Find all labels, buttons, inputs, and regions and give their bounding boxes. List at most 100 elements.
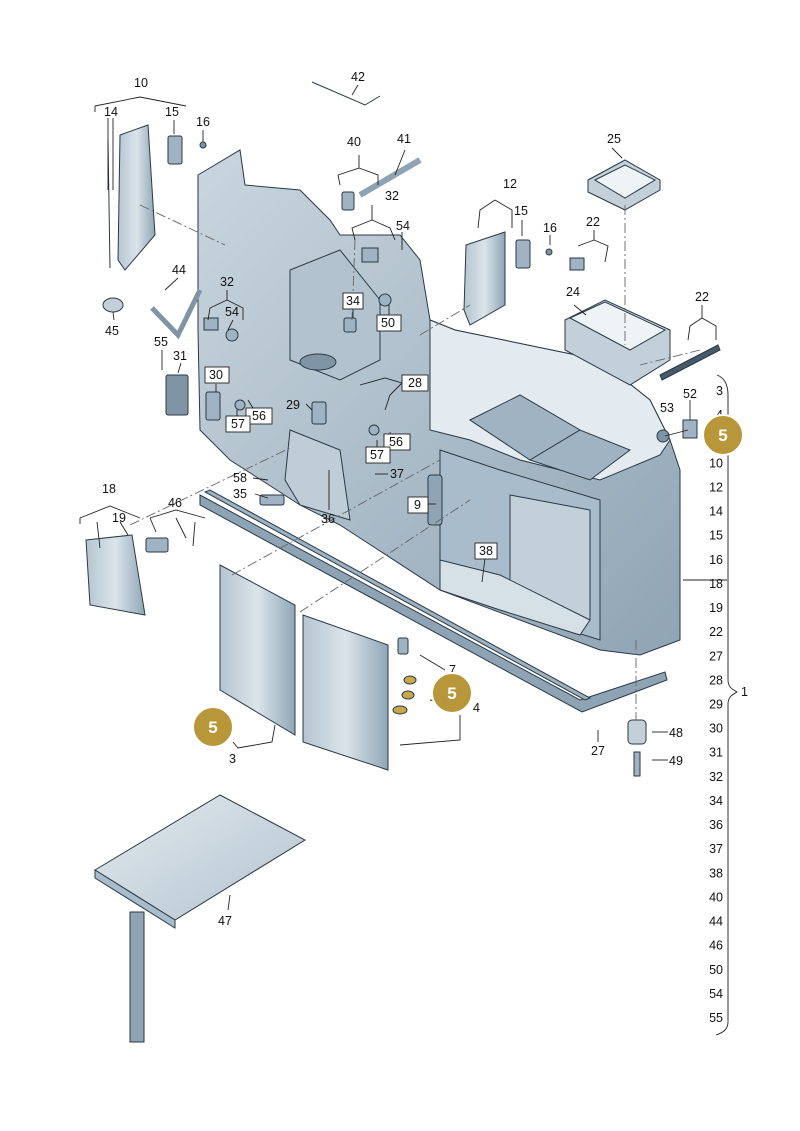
callout-41: 41 bbox=[397, 132, 411, 146]
callout-22: 22 bbox=[586, 215, 600, 229]
callout-24: 24 bbox=[566, 285, 580, 299]
hinge-right bbox=[515, 239, 531, 269]
callout-3: 3 bbox=[229, 752, 236, 766]
bracket-list-item: 16 bbox=[709, 553, 723, 567]
callout-55: 55 bbox=[154, 335, 168, 349]
callout-57: 57 bbox=[231, 417, 245, 431]
kick-strip-lower bbox=[203, 489, 592, 701]
bracket-list-item: 32 bbox=[709, 770, 723, 784]
bracket-list-item: 12 bbox=[709, 481, 723, 495]
bracket-list-item: 55 bbox=[709, 1011, 723, 1025]
callout-47: 47 bbox=[218, 914, 232, 928]
bracket-list-item: 10 bbox=[709, 456, 723, 470]
callout-15: 15 bbox=[514, 204, 528, 218]
bracket-list-item: 18 bbox=[709, 577, 723, 591]
table-top bbox=[94, 794, 307, 921]
callout-42: 42 bbox=[351, 70, 365, 84]
callout-32: 32 bbox=[220, 275, 234, 289]
callout-14: 14 bbox=[104, 105, 118, 119]
door-right bbox=[302, 614, 389, 771]
bracket-list-item: 46 bbox=[709, 939, 723, 953]
bracket-list-item: 22 bbox=[709, 625, 723, 639]
bracket-list-item: 54 bbox=[709, 987, 723, 1001]
callout-18: 18 bbox=[102, 482, 116, 496]
callout-56: 56 bbox=[389, 435, 403, 449]
bracket-list-item: 50 bbox=[709, 963, 723, 977]
bracket-list-item: 29 bbox=[709, 698, 723, 712]
bracket-list-item: 28 bbox=[709, 673, 723, 687]
bracket-list-item: 15 bbox=[709, 529, 723, 543]
callout-22: 22 bbox=[695, 290, 709, 304]
side-panel-left bbox=[117, 124, 156, 271]
lid-panel bbox=[85, 534, 146, 616]
callout-16: 16 bbox=[196, 115, 210, 129]
callout-35: 35 bbox=[233, 487, 247, 501]
callout-49: 49 bbox=[669, 754, 683, 768]
callout-38: 38 bbox=[479, 544, 493, 558]
badge-label: 5 bbox=[208, 718, 217, 737]
callout-12: 12 bbox=[503, 177, 517, 191]
callout-50: 50 bbox=[381, 316, 395, 330]
callout-16: 16 bbox=[543, 221, 557, 235]
callout-27: 27 bbox=[591, 744, 605, 758]
callout-9: 9 bbox=[414, 498, 421, 512]
small-hardware bbox=[203, 247, 698, 506]
callout-40: 40 bbox=[347, 135, 361, 149]
parts-bracket-list: 3491012141516181922272829303132343637384… bbox=[709, 384, 723, 1025]
badge-left: 5 bbox=[192, 706, 234, 748]
callout-25: 25 bbox=[607, 132, 621, 146]
bracket-31 bbox=[165, 374, 189, 416]
hinge-left bbox=[167, 135, 183, 165]
callout-34: 34 bbox=[346, 294, 360, 308]
callout-54: 54 bbox=[396, 219, 410, 233]
callout-54: 54 bbox=[225, 305, 239, 319]
callout-46: 46 bbox=[168, 496, 182, 510]
callout-58: 58 bbox=[233, 471, 247, 485]
threaded-rod bbox=[358, 157, 422, 198]
bracket-list-item: 37 bbox=[709, 842, 723, 856]
callout-52: 52 bbox=[683, 387, 697, 401]
callout-37: 37 bbox=[390, 467, 404, 481]
bracket-list-item: 34 bbox=[709, 794, 723, 808]
callout-28: 28 bbox=[408, 376, 422, 390]
handle-rod bbox=[311, 81, 381, 106]
callout-45: 45 bbox=[105, 324, 119, 338]
callout-32: 32 bbox=[385, 189, 399, 203]
side-panel-right bbox=[463, 231, 506, 326]
callout-1: 1 bbox=[741, 685, 748, 699]
badge-label: 5 bbox=[447, 684, 456, 703]
callout-44: 44 bbox=[172, 263, 186, 277]
bracket-list-item: 36 bbox=[709, 818, 723, 832]
callout-19: 19 bbox=[112, 511, 126, 525]
bracket-list-item: 27 bbox=[709, 649, 723, 663]
drawer-slide bbox=[659, 344, 721, 381]
callout-57: 57 bbox=[370, 448, 384, 462]
badge-middle: 5 bbox=[431, 672, 473, 714]
callout-36: 36 bbox=[321, 512, 335, 526]
cabinet-body bbox=[197, 149, 681, 656]
allen-key bbox=[150, 288, 203, 340]
guide-lines bbox=[129, 204, 701, 720]
callout-48: 48 bbox=[669, 726, 683, 740]
callout-4: 4 bbox=[473, 701, 480, 715]
bracket-list-item: 31 bbox=[709, 746, 723, 760]
callout-30: 30 bbox=[209, 368, 223, 382]
callout-56: 56 bbox=[252, 409, 266, 423]
kick-strip bbox=[199, 494, 668, 713]
callout-10: 10 bbox=[134, 76, 148, 90]
callout-29: 29 bbox=[286, 398, 300, 412]
callout-7: 7 bbox=[449, 663, 456, 677]
bracket-list-item: 19 bbox=[709, 601, 723, 615]
bracket-list-item: 44 bbox=[709, 915, 723, 929]
cam-nut bbox=[102, 297, 124, 313]
callout-31: 31 bbox=[173, 349, 187, 363]
bracket-list-item: 3 bbox=[716, 384, 723, 398]
callout-53: 53 bbox=[660, 401, 674, 415]
table-leg bbox=[129, 911, 145, 1043]
bracket-list-item: 14 bbox=[709, 505, 723, 519]
callout-labels: 10 14 15 16 42 40 41 32 54 12 15 16 25 2… bbox=[102, 70, 748, 928]
bracket-list-item: 30 bbox=[709, 722, 723, 736]
foot bbox=[627, 719, 647, 745]
badge-top-right: 5 bbox=[702, 414, 744, 456]
